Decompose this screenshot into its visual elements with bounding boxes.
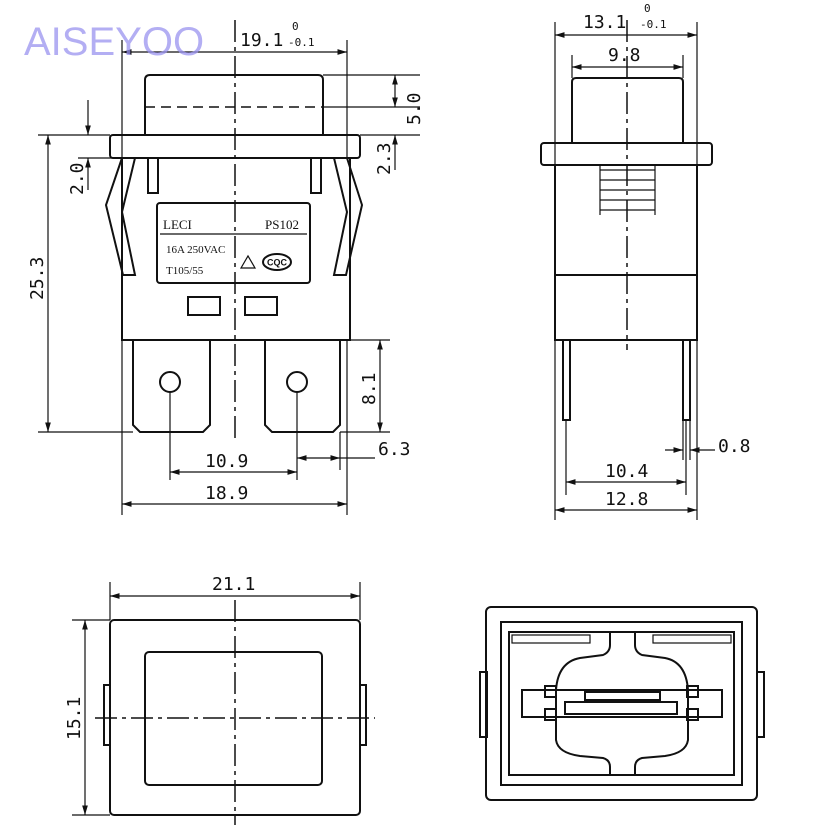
dim-front-width-tol-lower: -0.1 [288, 36, 315, 49]
dim-cap-offset: 2.3 [374, 142, 395, 175]
contact-housing [555, 632, 689, 775]
dim-cap: 5.0 [404, 92, 425, 125]
label-rating: 16A 250VAC [166, 244, 225, 256]
dim-front-width-tol-upper: 0 [292, 20, 299, 33]
window-left [187, 296, 221, 316]
bottom-tab-left [479, 671, 488, 738]
window-right [244, 296, 278, 316]
dim-side-width-tol-upper: 0 [644, 2, 651, 15]
cqc-mark-text: CQC [267, 258, 288, 268]
contact-bar [521, 689, 723, 718]
dim-terminal-length: 8.1 [359, 372, 380, 405]
dim-top-height: 15.1 [64, 697, 85, 740]
label-plate [156, 202, 311, 284]
peg-left [147, 157, 159, 194]
triangle-mark-icon [239, 254, 257, 269]
dim-front-width: 19.1 [240, 30, 283, 51]
top-view: 21.1 15.1 [64, 574, 375, 825]
contact-pad [544, 708, 557, 721]
dim-side-body-width: 12.8 [605, 489, 648, 510]
side-view: 13.1 0 -0.1 9.8 0.8 10.4 12.8 [540, 2, 751, 520]
label-brand: LECI [163, 217, 192, 232]
dim-terminal-width: 6.3 [378, 439, 411, 460]
dim-cap-width: 9.8 [608, 45, 641, 66]
bottom-view [479, 606, 765, 801]
body-outline [121, 158, 351, 341]
spring-right [652, 634, 732, 644]
dim-flange: 2.0 [67, 162, 88, 195]
latch-right [332, 157, 364, 276]
bottom-inner-frame [500, 621, 743, 786]
cqc-mark-icon [262, 253, 292, 271]
top-tab-left [103, 684, 111, 746]
contact-pad [686, 685, 699, 698]
label-model: PS102 [265, 217, 299, 232]
dim-terminal-pitch: 10.9 [205, 451, 248, 472]
side-body [554, 164, 698, 341]
dim-pin-thickness: 0.8 [718, 436, 751, 457]
dim-side-width: 13.1 [583, 12, 626, 33]
pin-left [562, 339, 571, 421]
terminal-left [132, 340, 211, 433]
pin-right [682, 339, 691, 421]
terminal-hole-right [286, 371, 308, 393]
contact-pad [686, 708, 699, 721]
slider [584, 691, 661, 701]
dim-top-width: 21.1 [212, 574, 255, 595]
contact-pad [544, 685, 557, 698]
dim-pin-pitch: 10.4 [605, 461, 648, 482]
cap-outline [144, 74, 324, 135]
bottom-outer [485, 606, 758, 801]
spring-left [511, 634, 591, 644]
front-view: LECI PS102 16A 250VAC T105/55 CQC 19.1 0… [27, 20, 425, 515]
dim-body-width: 18.9 [205, 483, 248, 504]
slider-base [564, 701, 678, 715]
terminal-right [264, 340, 341, 433]
terminal-hole-left [159, 371, 181, 393]
bottom-tab-right [756, 671, 765, 738]
watermark-logo: AISEYOO [24, 20, 204, 64]
peg-right [310, 157, 322, 194]
dim-front-height: 25.3 [27, 257, 48, 300]
bottom-cavity [508, 631, 735, 776]
label-temp: T105/55 [166, 265, 204, 277]
latch-left [104, 157, 137, 276]
dim-side-width-tol-lower: -0.1 [640, 18, 667, 31]
top-tab-right [359, 684, 367, 746]
